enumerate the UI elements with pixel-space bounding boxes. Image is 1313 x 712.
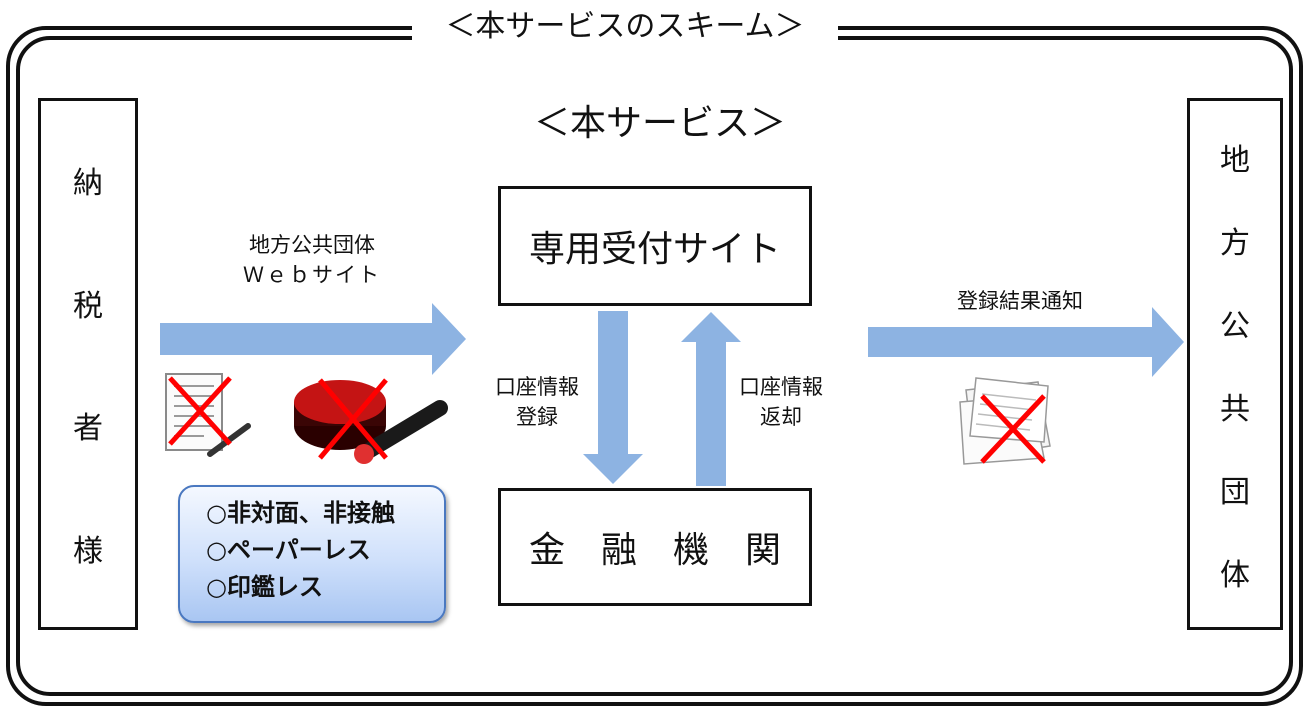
taxpayer-char: 税 [73, 288, 103, 324]
result-notice-label: 登録結果通知 [957, 289, 1083, 313]
local-government-box: 地 方 公 共 団 体 [1187, 98, 1283, 630]
return-up-arrow [681, 312, 741, 486]
register-down-arrow [583, 311, 643, 484]
benefit-sealless: ○印鑑レス [206, 573, 323, 601]
website-label-line1: 地方公共団体 [249, 233, 375, 257]
return-label: 口座情報 返却 [726, 372, 836, 432]
register-label: 口座情報 登録 [482, 372, 592, 432]
return-label-line2: 返却 [760, 405, 802, 429]
paper-stack-icon [959, 377, 1051, 465]
taxpayer-char: 様 [73, 533, 103, 569]
website-label-line2: Ｗｅｂサイト [243, 263, 381, 287]
title-background [412, 6, 838, 52]
website-label: 地方公共団体 Ｗｅｂサイト [192, 230, 432, 290]
local-gov-char: 方 [1220, 225, 1250, 261]
local-gov-char: 共 [1220, 391, 1250, 427]
local-gov-char: 団 [1220, 474, 1250, 510]
diagram-title: ＜本サービスのスキーム＞ [445, 9, 805, 44]
financial-institution-box: 金 融 機 関 [498, 488, 812, 606]
taxpayer-box: 納 税 者 様 [38, 98, 138, 630]
register-label-line1: 口座情報 [495, 375, 579, 399]
taxpayer-char: 納 [73, 166, 103, 202]
taxpayer-char: 者 [73, 411, 103, 447]
service-heading: ＜本サービス＞ [533, 103, 786, 144]
register-label-line2: 登録 [516, 405, 558, 429]
local-gov-char: 地 [1220, 142, 1250, 178]
benefit-contactless: ○非対面、非接触 [206, 499, 395, 527]
paper-form-icon [165, 373, 251, 457]
return-label-line1: 口座情報 [739, 375, 823, 399]
local-gov-char: 公 [1220, 308, 1250, 344]
seal-stamp-icon [294, 378, 448, 464]
benefit-paperless: ○ペーパーレス [206, 536, 371, 564]
reception-site-box: 専用受付サイト [498, 186, 812, 306]
taxpayer-to-site-arrow [160, 303, 466, 375]
benefits-box: ○非対面、非接触 ○ペーパーレス ○印鑑レス [178, 485, 446, 623]
result-notice-arrow [868, 307, 1184, 377]
local-gov-char: 体 [1220, 557, 1250, 593]
